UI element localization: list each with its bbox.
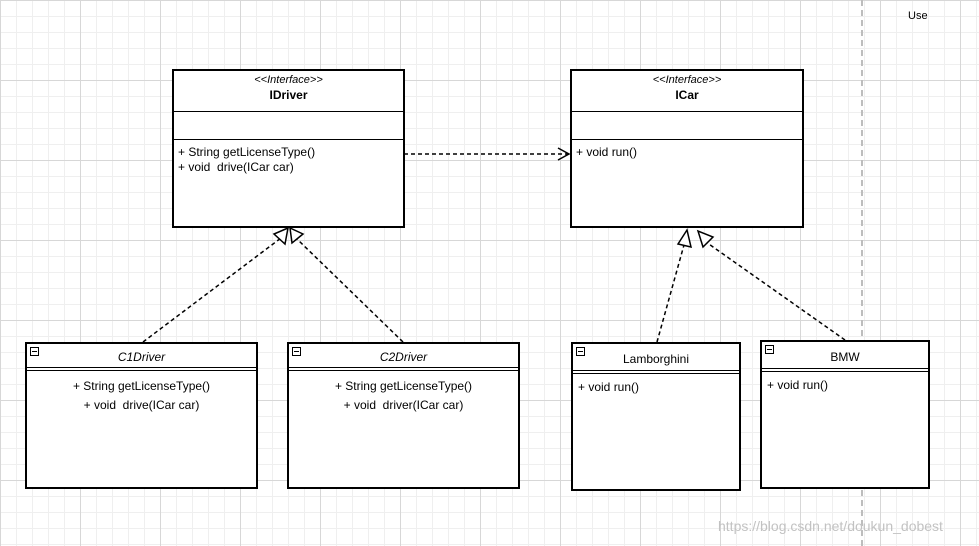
class-c2driver[interactable]: C2Driver + String getLicenseType() + voi… xyxy=(287,342,520,489)
class-bmw-header: BMW xyxy=(762,342,928,372)
class-c2driver-operations: + String getLicenseType() + void driver(… xyxy=(289,371,518,421)
realization-line-bmw[interactable] xyxy=(705,241,846,341)
interface-idriver-attributes xyxy=(174,112,403,140)
operation: + void driver(ICar car) xyxy=(343,398,464,412)
interface-idriver[interactable]: <<Interface>> IDriver + String getLicens… xyxy=(172,69,405,228)
operation: + String getLicenseType() xyxy=(178,145,316,159)
collapse-icon[interactable] xyxy=(576,347,585,356)
realization-arrowhead-bmw xyxy=(696,229,715,249)
class-lamborghini-header: Lamborghini xyxy=(573,344,739,374)
interface-icar-operations: + void run() xyxy=(572,140,802,165)
interface-idriver-stereotype: <<Interface>> xyxy=(254,74,323,86)
realization-arrowhead-c2driver xyxy=(289,226,305,245)
realization-line-c2driver[interactable] xyxy=(296,238,404,343)
class-c1driver-name: C1Driver xyxy=(117,350,166,364)
collapse-icon[interactable] xyxy=(292,347,301,356)
collapse-icon[interactable] xyxy=(30,347,39,356)
interface-idriver-header: <<Interface>> IDriver xyxy=(174,71,403,112)
interface-icar[interactable]: <<Interface>> ICar + void run() xyxy=(570,69,804,228)
realization-arrowhead-c1driver xyxy=(272,226,289,246)
interface-icar-stereotype: <<Interface>> xyxy=(652,74,722,86)
operation: + String getLicenseType() xyxy=(334,379,473,393)
operation: + void run() xyxy=(767,378,829,392)
interface-idriver-operations: + String getLicenseType() + void drive(I… xyxy=(174,140,403,180)
class-lamborghini-name: Lamborghini xyxy=(622,352,690,366)
class-bmw[interactable]: BMW + void run() xyxy=(760,340,930,489)
class-bmw-name: BMW xyxy=(830,350,860,364)
collapse-icon[interactable] xyxy=(765,345,774,354)
operation: + String getLicenseType() xyxy=(72,379,211,393)
class-c1driver-header: C1Driver xyxy=(27,344,256,371)
dependency-arrowhead xyxy=(557,147,571,161)
use-label: Use xyxy=(908,10,928,22)
class-c1driver[interactable]: C1Driver + String getLicenseType() + voi… xyxy=(25,342,258,489)
interface-idriver-name: IDriver xyxy=(269,88,308,102)
interface-icar-header: <<Interface>> ICar xyxy=(572,71,802,112)
interface-icar-name: ICar xyxy=(675,88,699,102)
class-lamborghini[interactable]: Lamborghini + void run() xyxy=(571,342,741,491)
operation: + void run() xyxy=(578,380,640,394)
page-separator-line xyxy=(861,0,863,546)
class-c2driver-name: C2Driver xyxy=(379,350,428,364)
interface-icar-attributes xyxy=(572,112,802,140)
class-bmw-operations: + void run() xyxy=(762,372,928,399)
operation: + void drive(ICar car) xyxy=(178,160,294,174)
operation: + void drive(ICar car) xyxy=(83,398,200,412)
class-c2driver-header: C2Driver xyxy=(289,344,518,371)
class-c1driver-operations: + String getLicenseType() + void drive(I… xyxy=(27,371,256,421)
realization-line-c1driver[interactable] xyxy=(142,237,282,343)
operation: + void run() xyxy=(576,145,638,159)
realization-line-lamborghini[interactable] xyxy=(656,244,685,343)
class-lamborghini-operations: + void run() xyxy=(573,374,739,401)
watermark: https://blog.csdn.net/doukun_dobest xyxy=(718,518,943,534)
realization-arrowhead-lamborghini xyxy=(676,228,693,249)
